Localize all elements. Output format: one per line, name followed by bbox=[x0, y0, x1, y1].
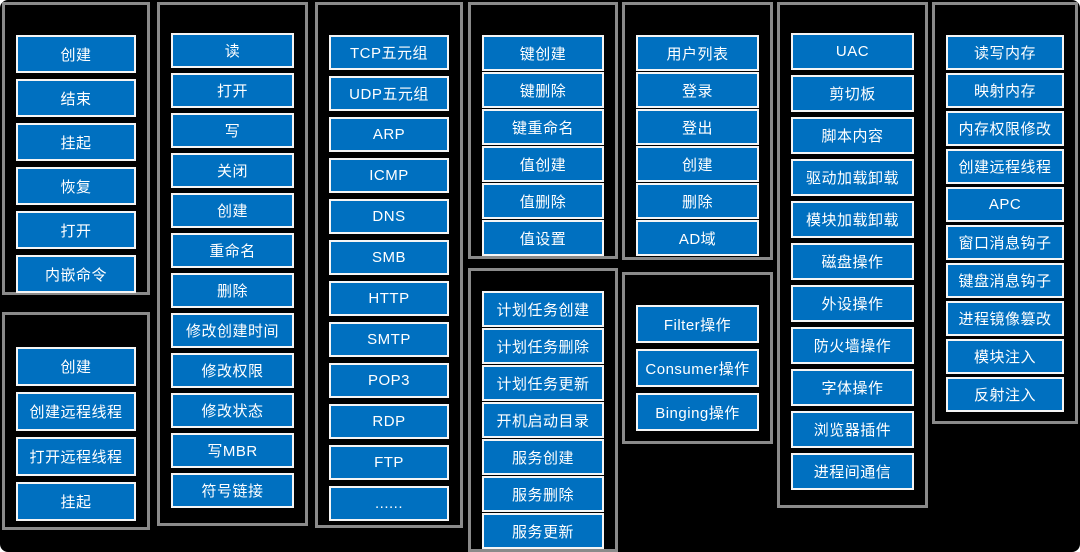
thread-actions-box-0: 创建 bbox=[16, 347, 136, 386]
system-actions-box-2: 脚本内容 bbox=[791, 117, 914, 154]
system-actions-box-5: 磁盘操作 bbox=[791, 243, 914, 280]
system-actions-box-7: 防火墙操作 bbox=[791, 327, 914, 364]
user-account-actions-box-1: 登录 bbox=[636, 72, 759, 108]
file-actions-box-11: 符号链接 bbox=[171, 473, 294, 508]
network-protocols-box-10: FTP bbox=[329, 445, 449, 480]
registry-actions-box-0: 键创建 bbox=[482, 35, 604, 71]
memory-injection-actions-box-9: 反射注入 bbox=[946, 377, 1064, 412]
network-protocols-box-7: SMTP bbox=[329, 322, 449, 357]
memory-injection-actions-box-8: 模块注入 bbox=[946, 339, 1064, 374]
task-service-actions-box-4: 服务创建 bbox=[482, 439, 604, 475]
system-actions-box-6: 外设操作 bbox=[791, 285, 914, 322]
network-protocols-box-5: SMB bbox=[329, 240, 449, 275]
wmi-actions-box-0: Filter操作 bbox=[636, 305, 759, 343]
file-actions-box-0: 读 bbox=[171, 33, 294, 68]
thread-actions-group: 创建创建远程线程打开远程线程挂起 bbox=[2, 312, 150, 530]
task-service-actions-box-5: 服务删除 bbox=[482, 476, 604, 512]
network-protocols-box-8: POP3 bbox=[329, 363, 449, 398]
registry-actions-group: 键创建键删除键重命名值创建值删除值设置 bbox=[468, 2, 618, 259]
process-actions-group: 创建结束挂起恢复打开内嵌命令 bbox=[2, 2, 150, 295]
registry-actions-box-3: 值创建 bbox=[482, 146, 604, 182]
system-actions-box-4: 模块加载卸载 bbox=[791, 201, 914, 238]
system-actions-group: UAC 剪切板脚本内容驱动加载卸载模块加载卸载磁盘操作外设操作防火墙操作字体操作浏… bbox=[777, 2, 928, 508]
memory-injection-actions-box-4: APC bbox=[946, 187, 1064, 222]
file-actions-box-9: 修改状态 bbox=[171, 393, 294, 428]
network-protocols-box-3: ICMP bbox=[329, 158, 449, 193]
task-service-actions-box-1: 计划任务删除 bbox=[482, 328, 604, 364]
memory-injection-actions-box-5: 窗口消息钩子 bbox=[946, 225, 1064, 260]
network-protocols-box-1: UDP五元组 bbox=[329, 76, 449, 111]
user-account-actions-box-4: 删除 bbox=[636, 183, 759, 219]
network-protocols-box-4: DNS bbox=[329, 199, 449, 234]
task-service-actions-box-0: 计划任务创建 bbox=[482, 291, 604, 327]
process-actions-box-0: 创建 bbox=[16, 35, 136, 73]
user-account-actions-box-2: 登出 bbox=[636, 109, 759, 145]
file-actions-box-2: 写 bbox=[171, 113, 294, 148]
task-service-actions-box-2: 计划任务更新 bbox=[482, 365, 604, 401]
system-actions-box-3: 驱动加载卸载 bbox=[791, 159, 914, 196]
system-actions-box-10: 进程间通信 bbox=[791, 453, 914, 490]
memory-injection-actions-box-3: 创建远程线程 bbox=[946, 149, 1064, 184]
process-actions-box-1: 结束 bbox=[16, 79, 136, 117]
network-protocols-box-0: TCP五元组 bbox=[329, 35, 449, 70]
file-actions-box-7: 修改创建时间 bbox=[171, 313, 294, 348]
memory-injection-actions-box-1: 映射内存 bbox=[946, 73, 1064, 108]
process-actions-box-2: 挂起 bbox=[16, 123, 136, 161]
file-actions-box-1: 打开 bbox=[171, 73, 294, 108]
thread-actions-box-1: 创建远程线程 bbox=[16, 392, 136, 431]
system-actions-box-1: 剪切板 bbox=[791, 75, 914, 112]
registry-actions-box-1: 键删除 bbox=[482, 72, 604, 108]
registry-actions-box-4: 值删除 bbox=[482, 183, 604, 219]
task-service-actions-group: 计划任务创建计划任务删除计划任务更新开机启动目录服务创建服务删除服务更新 bbox=[468, 268, 618, 552]
system-actions-box-8: 字体操作 bbox=[791, 369, 914, 406]
process-actions-box-3: 恢复 bbox=[16, 167, 136, 205]
thread-actions-box-3: 挂起 bbox=[16, 482, 136, 521]
file-actions-box-8: 修改权限 bbox=[171, 353, 294, 388]
file-actions-box-6: 删除 bbox=[171, 273, 294, 308]
system-actions-box-0: UAC bbox=[791, 33, 914, 70]
file-actions-box-3: 关闭 bbox=[171, 153, 294, 188]
process-actions-box-4: 打开 bbox=[16, 211, 136, 249]
system-actions-box-9: 浏览器插件 bbox=[791, 411, 914, 448]
process-actions-box-5: 内嵌命令 bbox=[16, 255, 136, 293]
network-protocols-box-2: ARP bbox=[329, 117, 449, 152]
wmi-actions-group: Filter操作 Consumer操作 Binging操作 bbox=[622, 272, 773, 444]
wmi-actions-box-1: Consumer操作 bbox=[636, 349, 759, 387]
network-protocols-box-11: ...... bbox=[329, 486, 449, 521]
wmi-actions-box-2: Binging操作 bbox=[636, 393, 759, 431]
user-account-actions-box-5: AD域 bbox=[636, 220, 759, 256]
file-actions-box-4: 创建 bbox=[171, 193, 294, 228]
memory-injection-actions-box-6: 键盘消息钩子 bbox=[946, 263, 1064, 298]
thread-actions-box-2: 打开远程线程 bbox=[16, 437, 136, 476]
registry-actions-box-2: 键重命名 bbox=[482, 109, 604, 145]
network-protocols-box-9: RDP bbox=[329, 404, 449, 439]
memory-injection-actions-box-0: 读写内存 bbox=[946, 35, 1064, 70]
registry-actions-box-5: 值设置 bbox=[482, 220, 604, 256]
file-actions-group: 读打开写关闭创建重命名删除修改创建时间修改权限修改状态写MBR 符号链接 bbox=[157, 2, 308, 526]
memory-injection-actions-box-7: 进程镜像篡改 bbox=[946, 301, 1064, 336]
task-service-actions-box-6: 服务更新 bbox=[482, 513, 604, 549]
user-account-actions-box-3: 创建 bbox=[636, 146, 759, 182]
memory-injection-actions-box-2: 内存权限修改 bbox=[946, 111, 1064, 146]
file-actions-box-10: 写MBR bbox=[171, 433, 294, 468]
user-account-actions-box-0: 用户列表 bbox=[636, 35, 759, 71]
task-service-actions-box-3: 开机启动目录 bbox=[482, 402, 604, 438]
file-actions-box-5: 重命名 bbox=[171, 233, 294, 268]
network-protocols-box-6: HTTP bbox=[329, 281, 449, 316]
